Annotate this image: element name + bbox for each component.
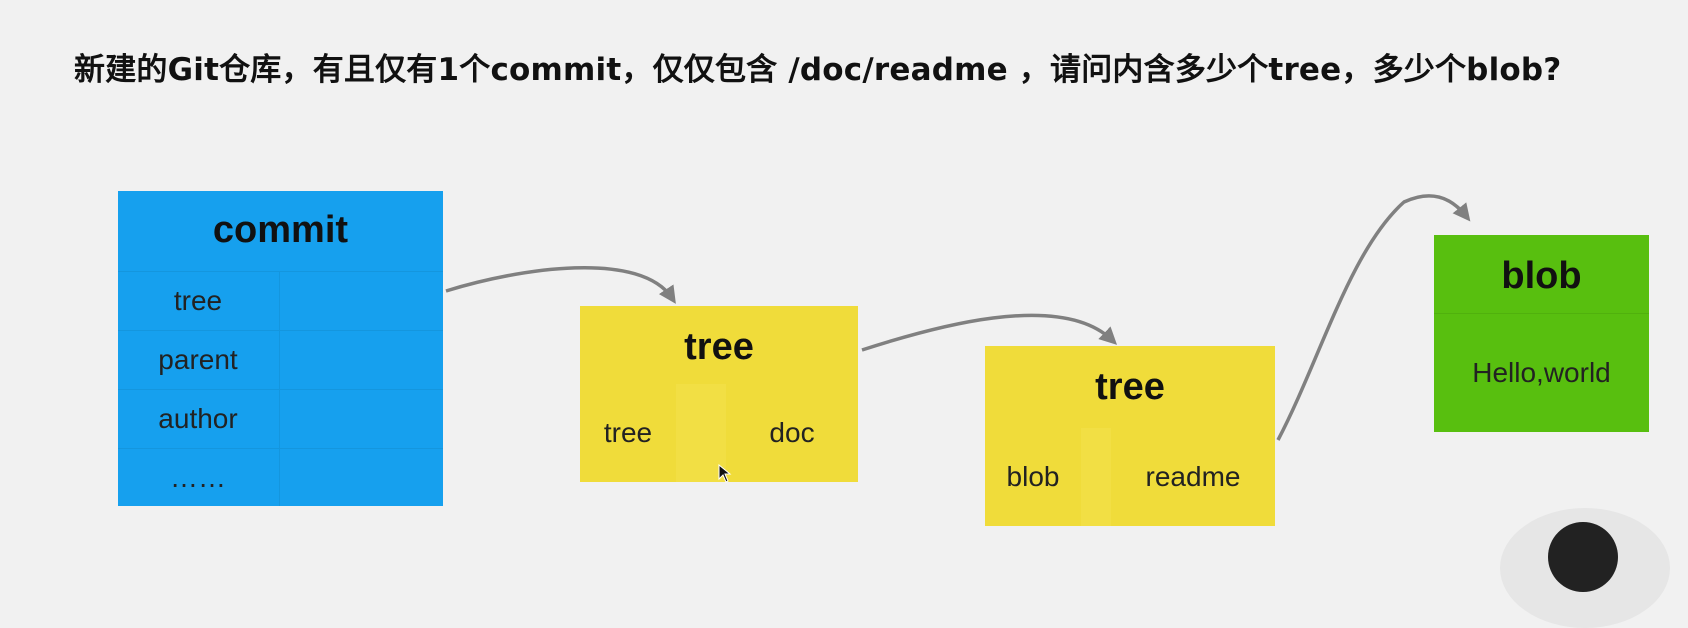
arrow-commit-to-tree <box>445 265 676 304</box>
cell-background <box>1081 428 1111 526</box>
arrow-tree-to-tree <box>861 313 1118 352</box>
presenter-hair <box>1548 522 1618 592</box>
blob-title: blob <box>1501 255 1582 297</box>
commit-field-more: …… <box>170 461 226 493</box>
commit-field-parent: parent <box>158 344 238 375</box>
divider <box>118 271 443 272</box>
doc-tree-entry-name: readme <box>1145 461 1241 492</box>
divider <box>118 330 443 331</box>
root-tree-entry-name: doc <box>769 417 815 448</box>
commit-title: commit <box>212 209 349 251</box>
presenter-avatar <box>1500 508 1670 628</box>
doc-tree-entry-type: blob <box>1006 461 1060 492</box>
divider <box>279 271 280 506</box>
question-text: 新建的Git仓库，有且仅有1个commit，仅仅包含 /doc/readme ，… <box>74 52 1562 88</box>
commit-field-author: author <box>158 403 238 434</box>
root-tree-title: tree <box>684 326 754 368</box>
commit-field-row: author <box>118 390 443 448</box>
commit-field-tree: tree <box>173 285 223 316</box>
root-tree-object: tree tree doc <box>580 306 858 482</box>
doc-tree-object: tree blob readme <box>985 346 1275 526</box>
divider <box>118 448 443 449</box>
commit-field-row: tree <box>118 272 443 330</box>
divider <box>1434 313 1649 314</box>
root-tree-entry-type: tree <box>603 417 653 448</box>
commit-field-row: parent <box>118 331 443 389</box>
doc-tree-title: tree <box>1095 366 1165 408</box>
arrow-tree-to-blob <box>1276 194 1471 441</box>
blob-content: Hello,world <box>1472 357 1611 388</box>
cell-background <box>676 384 726 482</box>
mouse-cursor-icon <box>718 464 732 483</box>
divider <box>118 389 443 390</box>
commit-object: commit <box>118 191 443 506</box>
commit-field-row: …… <box>118 449 443 506</box>
blob-object: blob Hello,world <box>1434 235 1649 432</box>
connector-arrows <box>445 194 1471 441</box>
